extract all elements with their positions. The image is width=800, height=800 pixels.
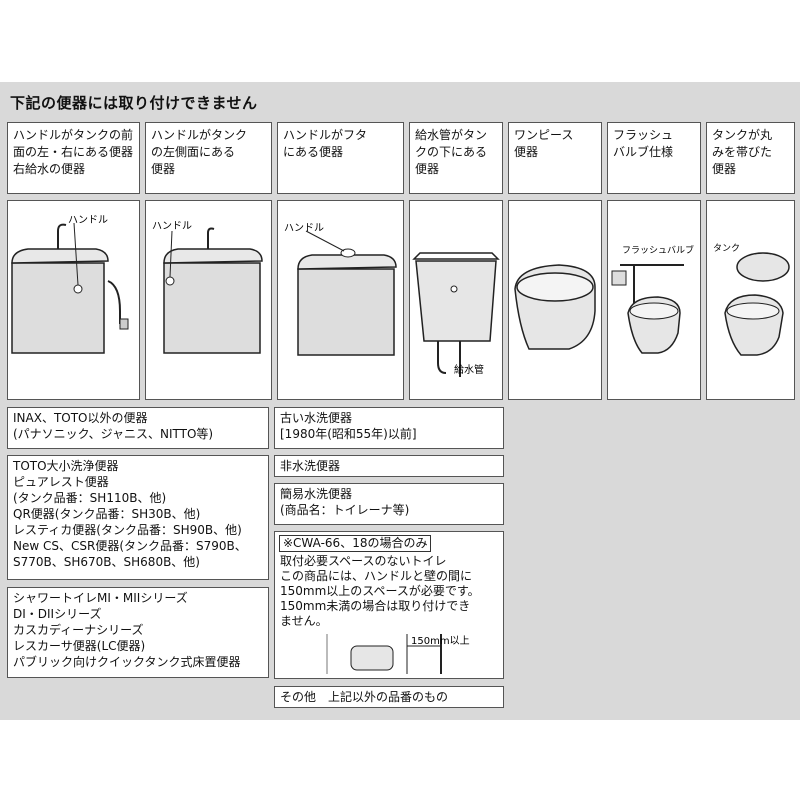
- category-header-2: ハンドルがタンク の左側面にある 便器: [145, 122, 272, 194]
- tank-callout-label: タンク: [713, 243, 740, 254]
- excluded-list-item-4: 古い水洗便器 [1980年(昭和55年)以前]: [274, 407, 504, 449]
- category-header-6: フラッシュ バルブ仕様: [607, 122, 701, 194]
- category-header-7: タンクが丸 みを帯びた 便器: [706, 122, 795, 194]
- note-title: ※CWA-66、18の場合のみ: [279, 535, 432, 552]
- excluded-list-item-6: 簡易水洗便器 (商品名：トイレーナ等): [274, 483, 504, 525]
- page-title: 下記の便器には取り付けできません: [10, 94, 258, 112]
- other-list-item: その他 上記以外の品番のもの: [274, 686, 504, 708]
- excluded-list-item-1: INAX、TOTO以外の便器 (パナソニック、ジャニス、NITTO等): [7, 407, 269, 449]
- clearance-dimension-label: 150mm以上: [411, 635, 470, 647]
- toilet-illustration-7: タンク: [706, 200, 795, 400]
- toilet-illustration-5: [508, 200, 602, 400]
- toilet-illustration-6: フラッシュバルブ: [607, 200, 701, 400]
- category-header-5: ワンピース 便器: [508, 122, 602, 194]
- toilet-illustration-2: ハンドル: [145, 200, 272, 400]
- category-header-3: ハンドルがフタ にある便器: [277, 122, 404, 194]
- category-header-1: ハンドルがタンクの前 面の左・右にある便器 右給水の便器: [7, 122, 140, 194]
- toilet-illustration-4: 給水管: [409, 200, 503, 400]
- supply-pipe-callout-label: 給水管: [454, 363, 484, 376]
- handle-callout-label: ハンドル: [68, 215, 108, 226]
- flush-valve-callout-label: フラッシュバルブ: [622, 244, 694, 256]
- handle-callout-label: ハンドル: [152, 221, 192, 232]
- cwa-note-box: ※CWA-66、18の場合のみ 取付必要スペースのないトイレ この商品には、ハン…: [274, 531, 504, 679]
- clearance-diagram: 150mm以上: [326, 634, 470, 674]
- toilet-illustration-3: ハンドル: [277, 200, 404, 400]
- excluded-list-item-3: シャワートイレMI・MIIシリーズ DI・DIIシリーズ カスカディーナシリーズ…: [7, 587, 269, 678]
- excluded-list-item-2: TOTO大小洗浄便器 ピュアレスト便器 (タンク品番：SH110B、他) QR便…: [7, 455, 269, 580]
- category-header-4: 給水管がタン クの下にある 便器: [409, 122, 503, 194]
- excluded-list-item-5: 非水洗便器: [274, 455, 504, 477]
- note-body: 取付必要スペースのないトイレ この商品には、ハンドルと壁の間に 150mm以上の…: [280, 554, 480, 628]
- handle-callout-label: ハンドル: [284, 223, 324, 234]
- toilet-illustration-1: ハンドル: [7, 200, 140, 400]
